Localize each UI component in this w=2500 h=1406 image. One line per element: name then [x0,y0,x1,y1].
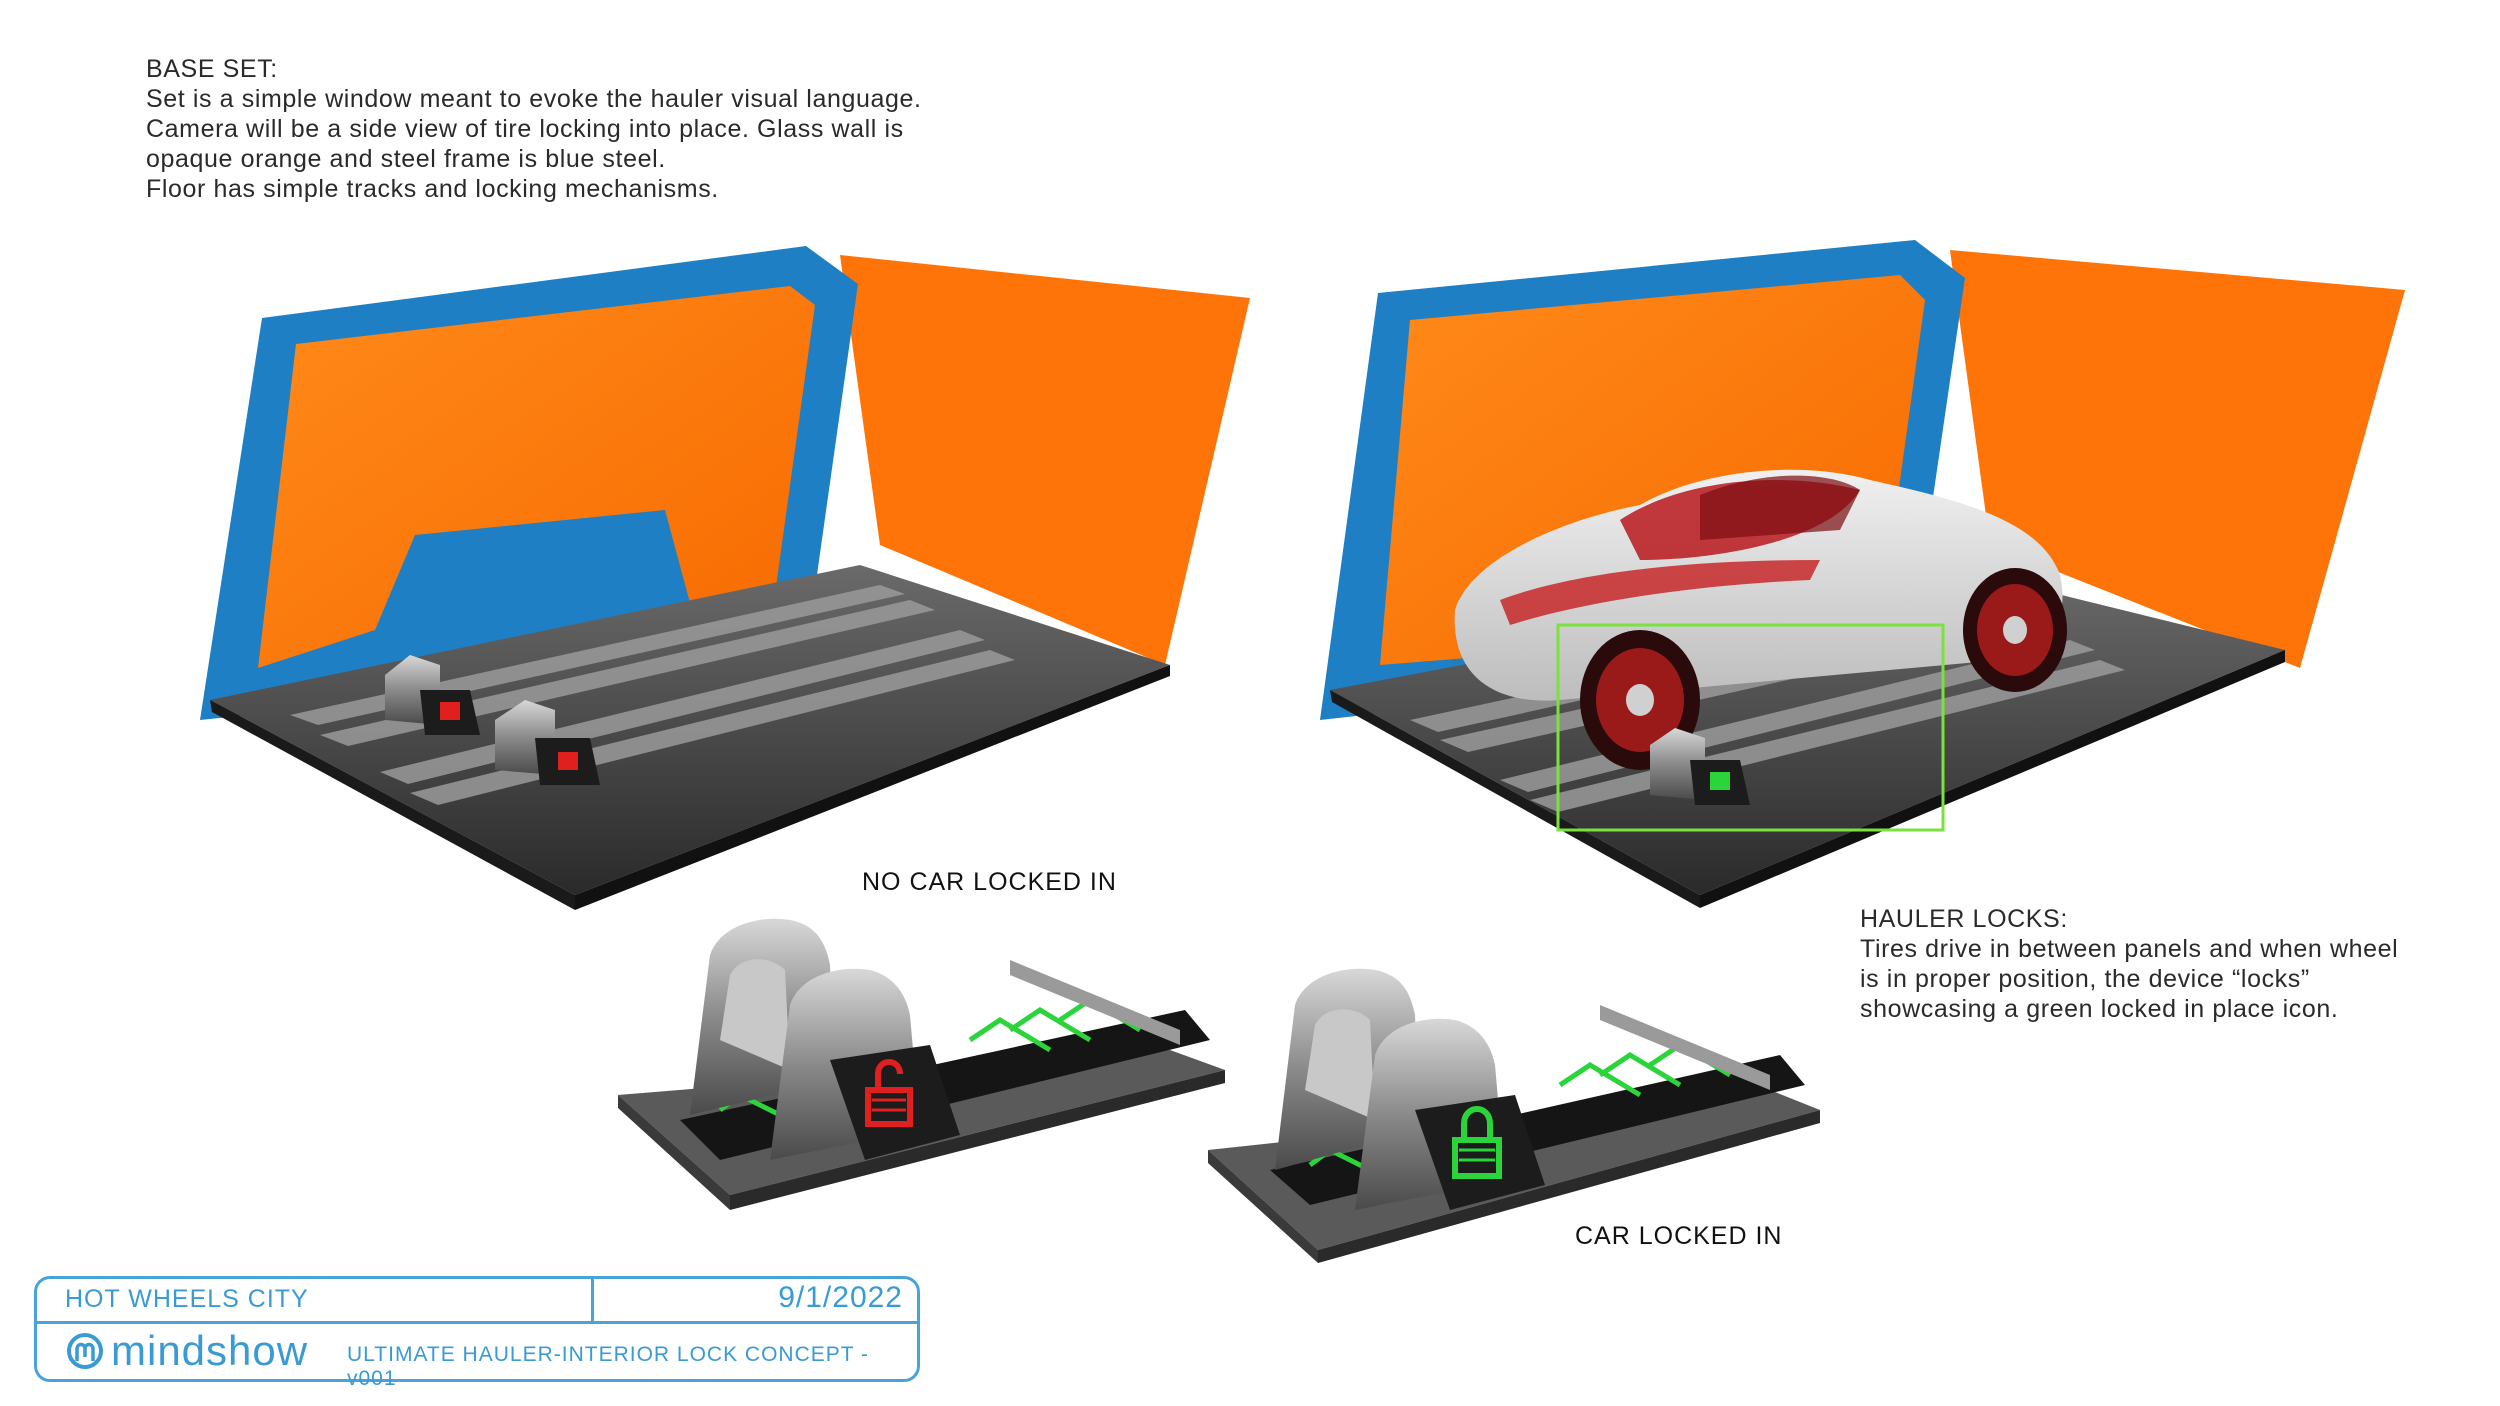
project-name: HOT WHEELS CITY [65,1285,309,1313]
lock-detail-unlocked [618,918,1225,1210]
base-set-illustration [200,246,1250,910]
sheet-date: 9/1/2022 [778,1281,903,1314]
locked-set-illustration [1320,240,2405,908]
mindshow-logo-icon [67,1333,103,1369]
floor-edge [210,700,575,910]
lock-closed-icon [1452,1106,1502,1179]
car-wheel-rear [1963,568,2067,692]
highlight-box [1556,623,1945,832]
small-lock-unit-1 [385,655,480,735]
lock-open-icon [865,1059,913,1127]
sheet-title: ULTIMATE HAULER-INTERIOR LOCK CONCEPT -v… [347,1343,870,1390]
floor-edge-right-set-2 [1700,650,2285,908]
lock-unit-locked-small [1650,728,1750,805]
base-set-note: BASE SET: Set is a simple window meant t… [146,55,922,203]
title-block: HOT WHEELS CITY 9/1/2022 mindshow ULTIMA… [34,1276,920,1390]
orange-side-wall [840,255,1250,665]
floor-edge-right [575,665,1170,910]
title-block-top-row: HOT WHEELS CITY 9/1/2022 [37,1279,917,1324]
hauler-locks-note: HAULER LOCKS: Tires drive in between pan… [1860,905,2399,1023]
no-car-caption: NO CAR LOCKED IN [862,868,1117,896]
floor-edge-right-set [1330,690,1700,908]
car-locked-caption: CAR LOCKED IN [1575,1222,1783,1250]
mindshow-logo: mindshow [65,1327,308,1375]
lock-detail-locked [1208,968,1820,1263]
title-block-divider [591,1279,594,1321]
brand-wordmark: mindshow [111,1327,309,1374]
orange-glass-window [258,286,815,668]
small-lock-unit-2 [495,700,600,785]
orange-side-wall-right [1950,250,2405,668]
